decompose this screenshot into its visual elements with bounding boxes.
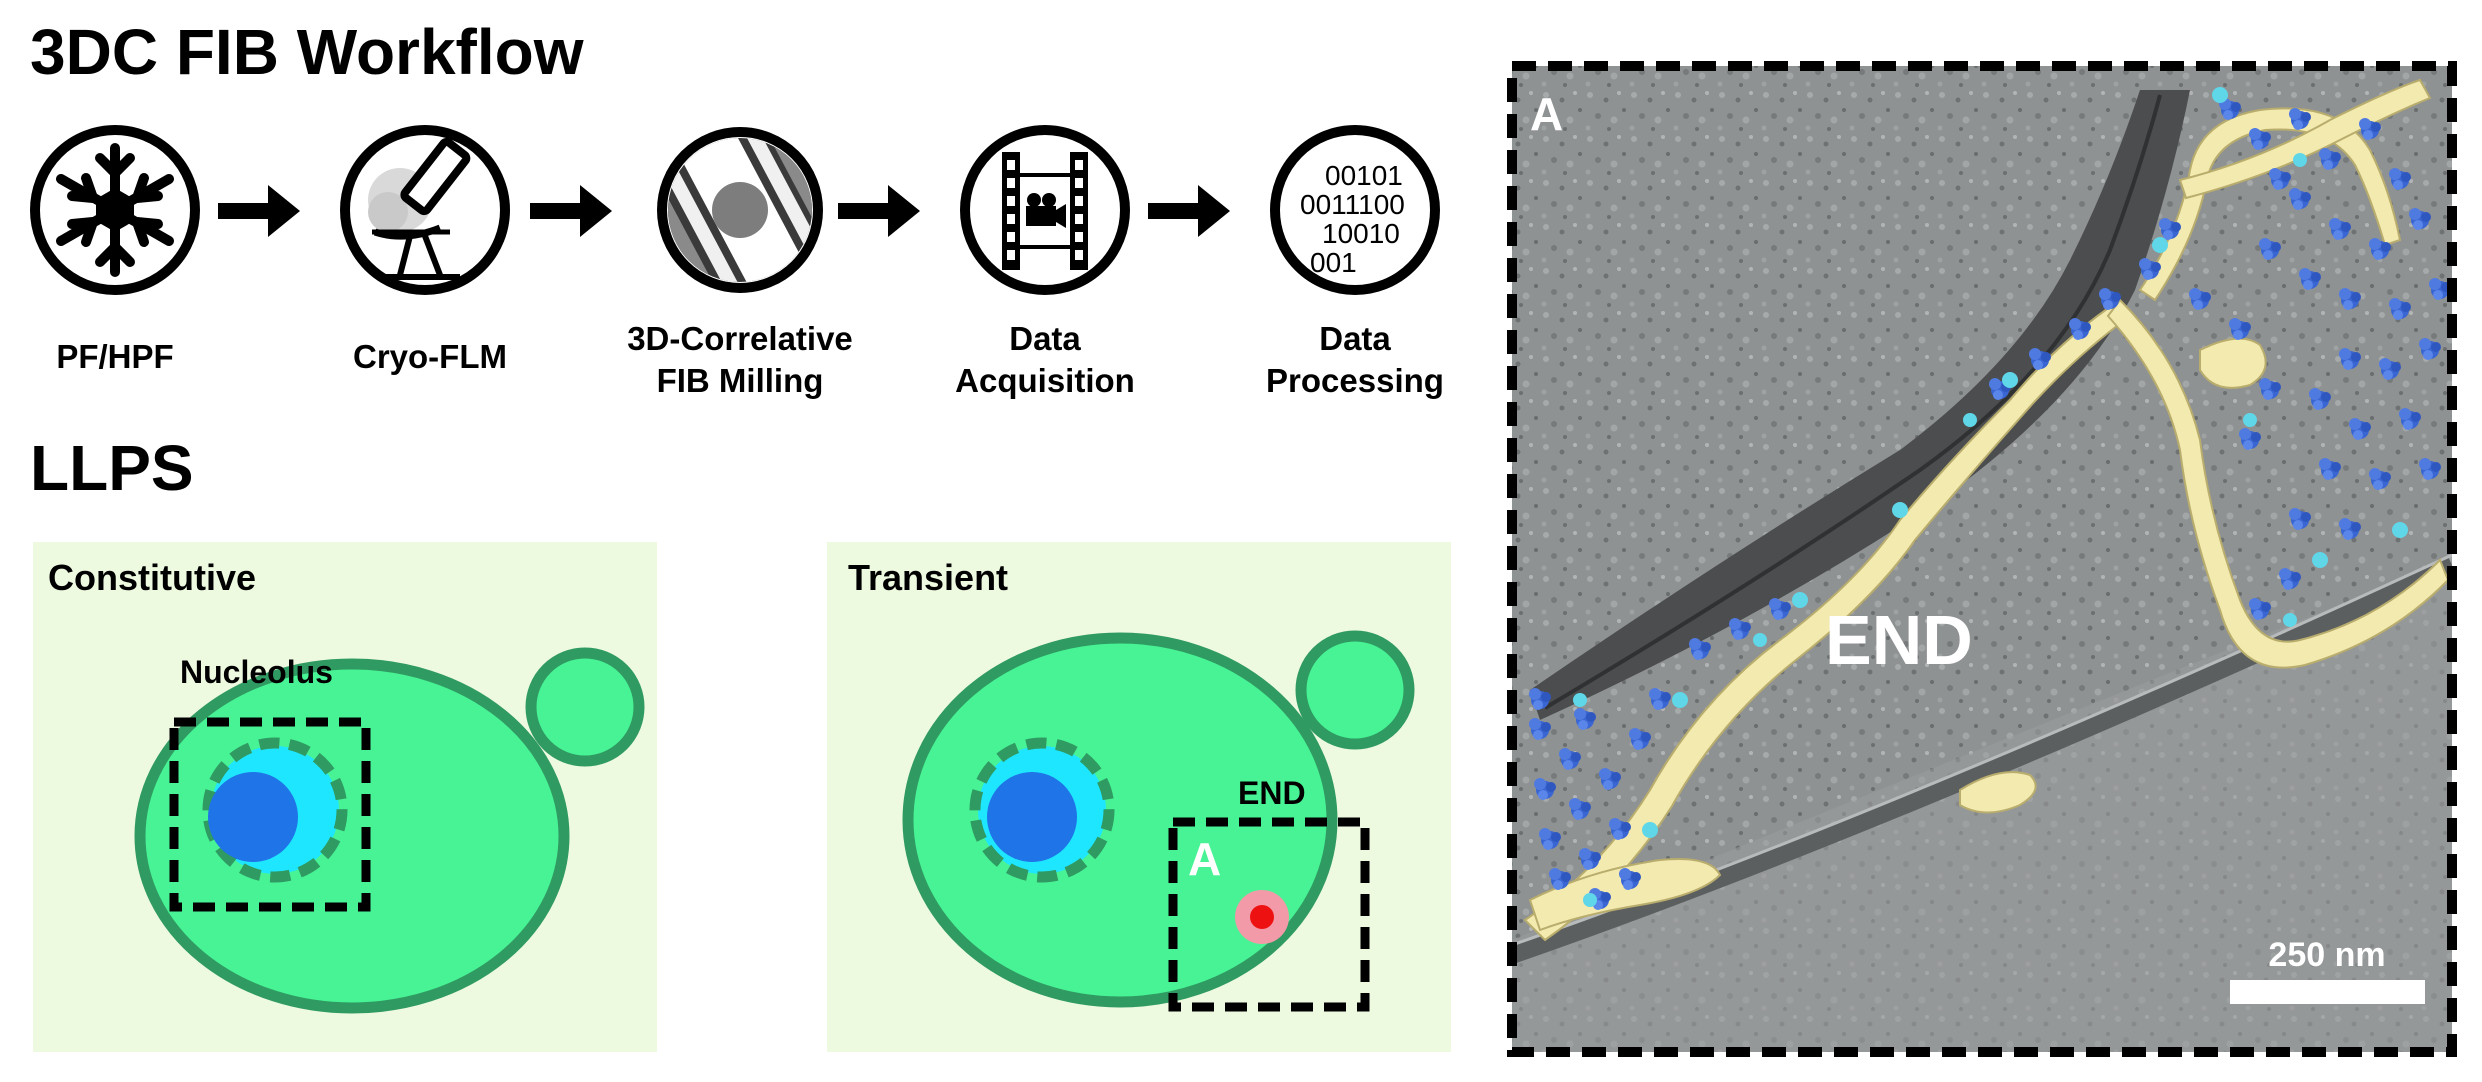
tomogram-panel: END A 250 nm <box>1507 61 2457 1057</box>
transient-title: Transient <box>848 557 1008 598</box>
step-label: Data <box>1319 320 1391 357</box>
film-camera-icon <box>960 125 1130 295</box>
snowflake-icon <box>30 125 200 295</box>
nucleolus-label: Nucleolus <box>180 654 333 690</box>
microscope-icon <box>340 125 510 295</box>
arrow-icon <box>838 185 920 237</box>
step-fib-milling: 3D-Correlative FIB Milling <box>627 127 853 399</box>
llps-title: LLPS <box>30 432 194 504</box>
end-label: END <box>1238 775 1306 811</box>
dark-membrane <box>1530 90 2190 720</box>
constitutive-title: Constitutive <box>48 557 256 598</box>
yeast-cell <box>134 647 645 1014</box>
end-box <box>1168 817 1370 1012</box>
fib-milling-icon <box>657 127 823 293</box>
transient-panel: Transient END A <box>827 542 1451 1052</box>
er-tubules <box>1523 78 2450 942</box>
box-letter: A <box>1188 833 1221 885</box>
step-pf-hpf: PF/HPF <box>30 125 200 375</box>
cyan-particles <box>1573 87 2408 907</box>
condensate-core <box>1250 905 1274 929</box>
nucleolus <box>208 772 298 862</box>
binary-row: 10010 <box>1322 218 1400 249</box>
tomogram-frame <box>1507 61 2457 1057</box>
step-cryo-flm: Cryo-FLM <box>340 125 510 375</box>
scale-bar <box>2230 980 2425 1004</box>
step-label: FIB Milling <box>657 362 824 399</box>
binary-row: 0011100 <box>1300 189 1405 220</box>
nucleolus-box <box>169 717 371 912</box>
workflow-title: 3DC FIB Workflow <box>30 16 584 88</box>
step-label: Acquisition <box>955 362 1135 399</box>
membrane-edge <box>1512 556 2452 964</box>
arrow-icon <box>530 185 612 237</box>
binary-data-icon: 00101 0011100 10010 001 <box>1270 125 1440 295</box>
step-data-acquisition: Data Acquisition <box>955 125 1135 399</box>
step-label: Data <box>1009 320 1081 357</box>
arrow-icon <box>1148 185 1230 237</box>
constitutive-panel: Constitutive Nucleolus <box>33 542 657 1052</box>
step-label: Processing <box>1266 362 1444 399</box>
binary-row: 00101 <box>1325 160 1403 191</box>
yeast-cell <box>902 630 1415 1008</box>
end-region-label: END <box>1825 601 1973 679</box>
panel-letter: A <box>1530 88 1563 140</box>
step-data-processing: 00101 0011100 10010 001 Data Processing <box>1266 125 1444 399</box>
step-label: 3D-Correlative <box>627 320 853 357</box>
nucleolus <box>987 772 1077 862</box>
step-label: PF/HPF <box>56 338 173 375</box>
binary-row: 001 <box>1310 247 1357 278</box>
step-label: Cryo-FLM <box>353 338 507 375</box>
scale-bar-label: 250 nm <box>2268 936 2385 974</box>
arrow-icon <box>218 185 300 237</box>
